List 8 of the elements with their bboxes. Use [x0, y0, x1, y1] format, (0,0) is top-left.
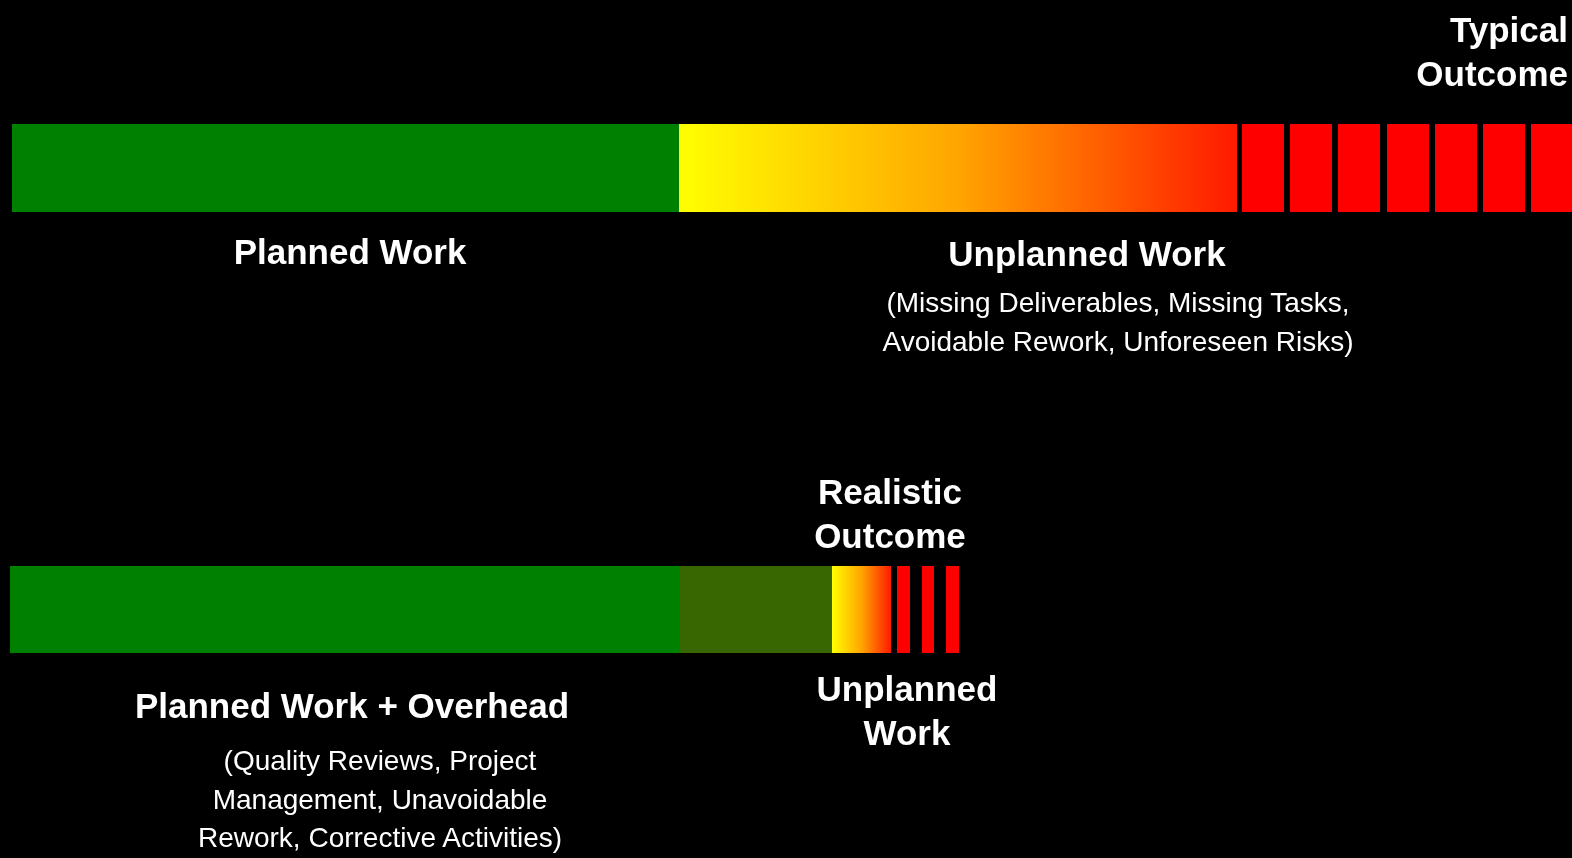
heading-label: Planned Work + Overhead — [133, 685, 571, 727]
description-text: (Missing Deliverables, Missing Tasks, Avoidable Rework, Unforeseen Risks) — [881, 286, 1355, 359]
heading-label: Typical Outcome — [1415, 9, 1568, 96]
heading-label: Planned Work — [232, 231, 468, 273]
description-text: (Quality Reviews, Project Management, Unavoidable Rework, Corrective Activities) — [196, 744, 564, 856]
heading-label: Unplanned Work — [815, 668, 999, 755]
heading-label: Realistic Outcome — [813, 471, 967, 558]
heading-label: Unplanned Work — [947, 233, 1227, 275]
